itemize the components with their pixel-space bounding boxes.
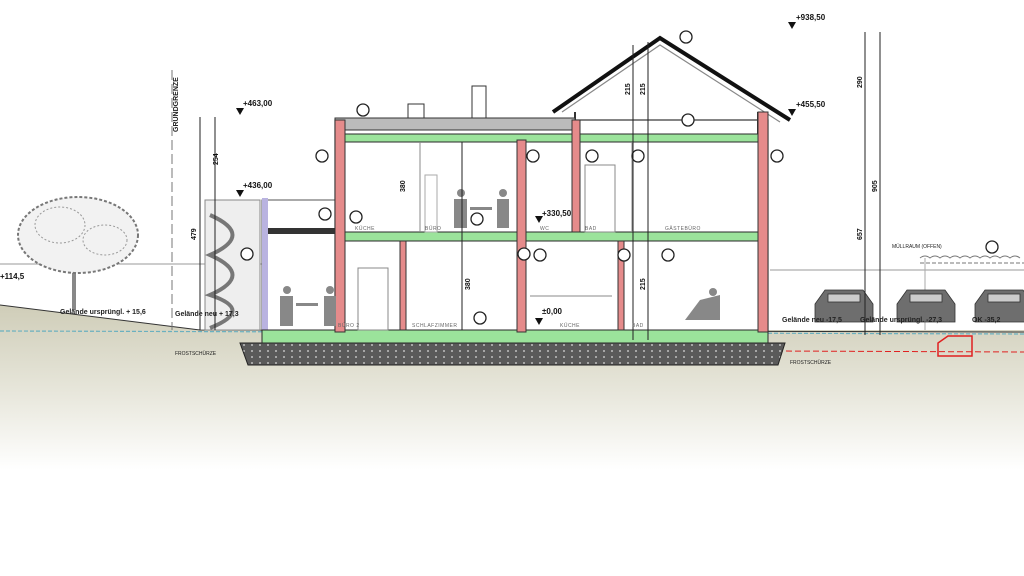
roof-slab	[334, 133, 769, 143]
flat-roof	[334, 117, 576, 131]
window	[424, 174, 438, 233]
exterior-wall-right	[757, 111, 769, 333]
spiral-stair	[204, 199, 261, 331]
terrain-left-original: Gelände ursprüngl. + 15,6	[60, 309, 146, 316]
room-label: KÜCHE	[560, 322, 580, 329]
fence	[919, 255, 1021, 259]
terrain-right-new: Gelände neu -17,5	[782, 317, 842, 324]
waste-area-label: MÜLLRAUM (OFFEN)	[892, 243, 942, 250]
level-ridge: +938,50	[796, 13, 826, 22]
room-label: BÜRO 2	[338, 322, 360, 329]
foundation-slab	[239, 342, 786, 366]
room-label: BAD	[585, 226, 597, 232]
chimney	[471, 85, 487, 119]
balcony	[261, 199, 336, 331]
property-line-label: GRUNDGRENZE	[173, 77, 180, 132]
terrain-left-new: Gelände neu + 17,3	[175, 311, 239, 318]
detail-markers	[240, 30, 999, 325]
level-left-top: +463,00	[243, 99, 273, 108]
dimension-right-b: 905	[872, 180, 879, 192]
roof-inner-line	[561, 44, 781, 123]
balcony-slab	[262, 228, 335, 234]
gable-roof	[551, 35, 792, 122]
tree-icon	[17, 196, 139, 310]
foundation-right-label: FROSTSCHÜRZE	[790, 359, 832, 366]
room-label: BAD	[632, 323, 644, 329]
upper-floor-slab	[334, 231, 769, 242]
dimension-left-b: 254	[213, 153, 220, 165]
terrain-right-original: Gelände ursprüngl. -27,3	[860, 317, 942, 324]
door	[584, 164, 616, 233]
exterior-wall-left	[334, 119, 346, 333]
interior-wall	[571, 119, 581, 233]
room-label: SCHLAFZIMMER	[412, 323, 457, 329]
door	[357, 267, 389, 331]
room-label: KÜCHE	[355, 225, 375, 232]
building-body	[334, 119, 769, 333]
balcony-wall	[262, 198, 268, 333]
ground-floor-slab	[261, 329, 769, 344]
level-ground-floor: ±0,00	[542, 307, 563, 316]
foundation-left-label: FROSTSCHÜRZE	[175, 350, 217, 357]
level-eave: +455,50	[796, 100, 826, 109]
dimension-right-a: 290	[857, 76, 864, 88]
room-label: GÄSTEBÜRO	[665, 225, 701, 232]
interior-wall	[617, 240, 625, 331]
room-label: BÜRO	[425, 225, 441, 232]
level-upper-floor: +330,50	[542, 209, 572, 218]
dimension-room-upper: 380	[400, 180, 407, 192]
car-icon	[814, 289, 874, 323]
dimension-room-lower-b: 215	[640, 278, 647, 290]
dimension-roof-b: 215	[640, 83, 647, 95]
interior-wall	[516, 139, 527, 333]
room-label: WC	[540, 226, 549, 232]
car-icon	[896, 289, 956, 323]
dimension-room-lower: 380	[465, 278, 472, 290]
interior-wall	[399, 240, 407, 331]
sewer-shaft	[937, 335, 973, 357]
people-figures	[280, 189, 720, 326]
level-left-edge: +114,5	[0, 272, 25, 281]
terrain-right-ok: OK -35,2	[972, 317, 1001, 324]
level-left-terrace: +436,00	[243, 181, 273, 190]
level-marker-icons	[236, 22, 796, 325]
dimension-left-a: 479	[191, 228, 198, 240]
dimension-right-c: 657	[857, 228, 864, 240]
dimension-roof-a: 215	[625, 83, 632, 95]
dimension-lines	[199, 32, 881, 340]
car-icon	[974, 289, 1024, 323]
roof-vent	[407, 103, 425, 119]
